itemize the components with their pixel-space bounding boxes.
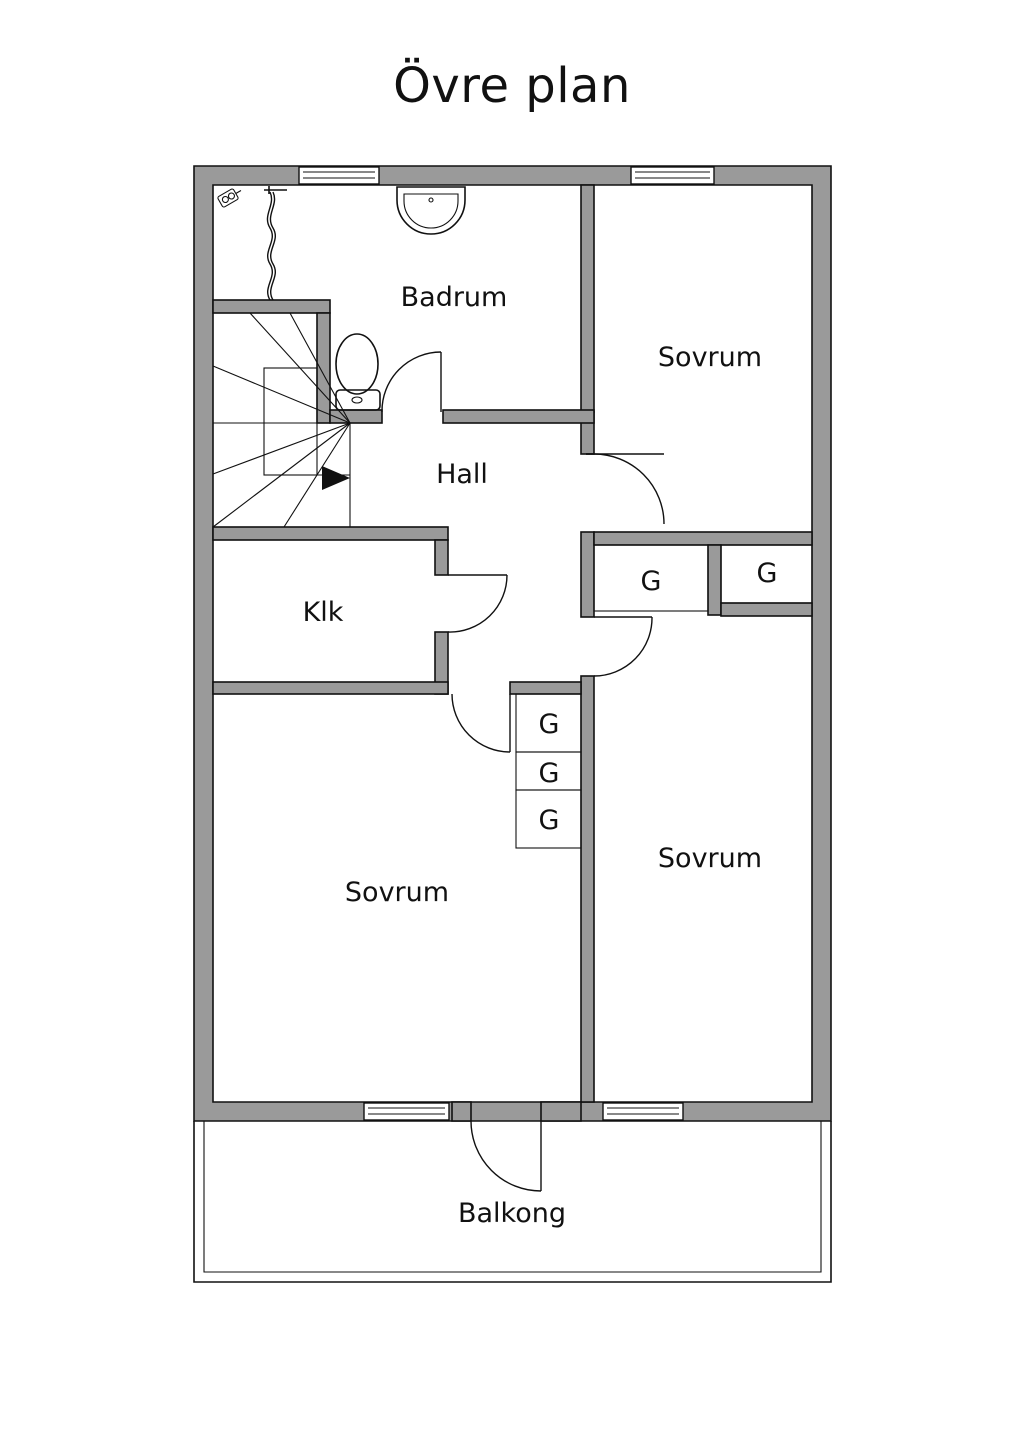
room-label-sovrum-top-right: Sovrum bbox=[658, 342, 762, 373]
window-icon bbox=[298, 166, 380, 185]
interior-walls bbox=[212, 184, 813, 1122]
balcony bbox=[193, 1121, 832, 1283]
room-label-badrum: Badrum bbox=[401, 282, 508, 313]
toilet-icon bbox=[335, 333, 381, 411]
door-icon bbox=[470, 1120, 542, 1192]
door-icon bbox=[451, 693, 511, 753]
room-label-garderob-2: G bbox=[757, 558, 778, 589]
door-icon bbox=[447, 574, 508, 633]
room-label-sovrum-bottom-left: Sovrum bbox=[345, 877, 449, 908]
room-label-balkong: Balkong bbox=[458, 1198, 566, 1229]
door-icon bbox=[593, 616, 653, 677]
window-icon bbox=[363, 1102, 450, 1121]
door-icon bbox=[381, 351, 442, 413]
stair-arrow-icon bbox=[322, 466, 350, 490]
windows bbox=[298, 166, 715, 1121]
room-label-hall: Hall bbox=[436, 459, 488, 490]
stairs-icon bbox=[212, 312, 351, 528]
page-title: Övre plan bbox=[393, 58, 631, 114]
doors bbox=[381, 351, 665, 1192]
window-icon bbox=[602, 1102, 684, 1121]
window-icon bbox=[630, 166, 715, 185]
room-label-garderob-4: G bbox=[539, 758, 560, 789]
room-label-garderob-3: G bbox=[539, 709, 560, 740]
room-label-garderob-1: G bbox=[641, 566, 662, 597]
sink-icon bbox=[396, 186, 466, 235]
room-label-sovrum-bottom-right: Sovrum bbox=[658, 843, 762, 874]
door-icon bbox=[586, 453, 665, 525]
wardrobes bbox=[515, 544, 813, 849]
room-label-klk: Klk bbox=[303, 597, 344, 628]
shower-icon bbox=[217, 186, 287, 301]
room-label-garderob-5: G bbox=[539, 805, 560, 836]
